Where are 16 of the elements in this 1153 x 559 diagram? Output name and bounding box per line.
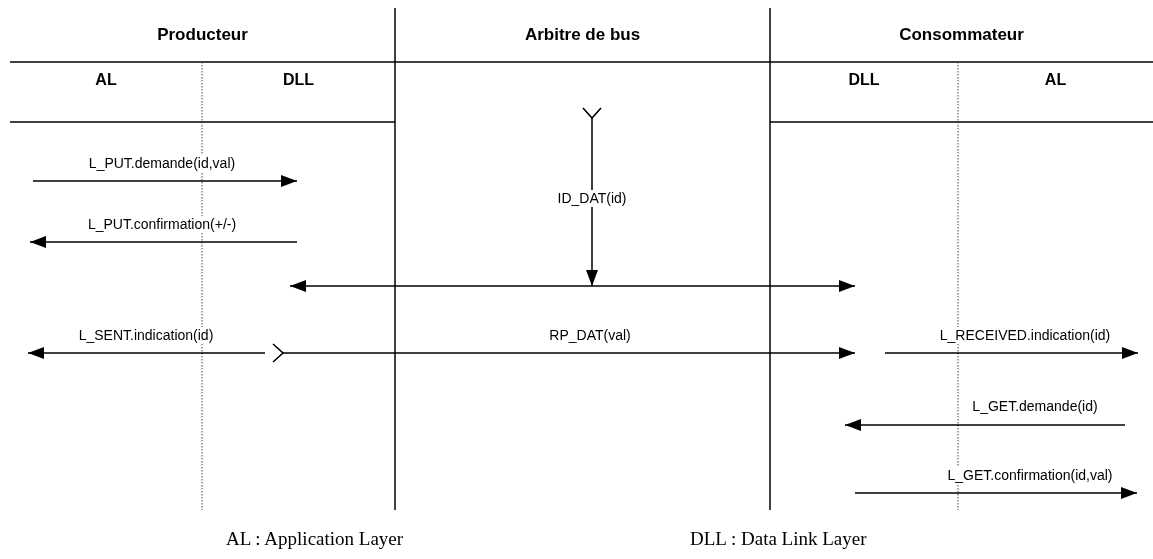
message-label: L_RECEIVED.indication(id)	[937, 327, 1113, 344]
layer-title: AL	[95, 70, 117, 89]
message-label: L_GET.demande(id)	[970, 398, 1100, 415]
layer-title: DLL	[282, 70, 315, 89]
participant-title: Consommateur	[899, 25, 1024, 45]
message-label: ID_DAT(id)	[555, 190, 629, 207]
message-label: L_SENT.indication(id)	[76, 327, 216, 344]
footnote: DLL : Data Link Layer	[690, 528, 867, 550]
message-label: RP_DAT(val)	[547, 327, 633, 344]
participant-title: Producteur	[157, 25, 248, 45]
message-label: L_GET.confirmation(id,val)	[945, 467, 1115, 484]
footnote: AL : Application Layer	[226, 528, 404, 550]
message-label: L_PUT.demande(id,val)	[86, 155, 238, 172]
layer-title: DLL	[848, 70, 880, 89]
participant-title: Arbitre de bus	[524, 25, 641, 45]
layer-title: AL	[1044, 70, 1067, 89]
